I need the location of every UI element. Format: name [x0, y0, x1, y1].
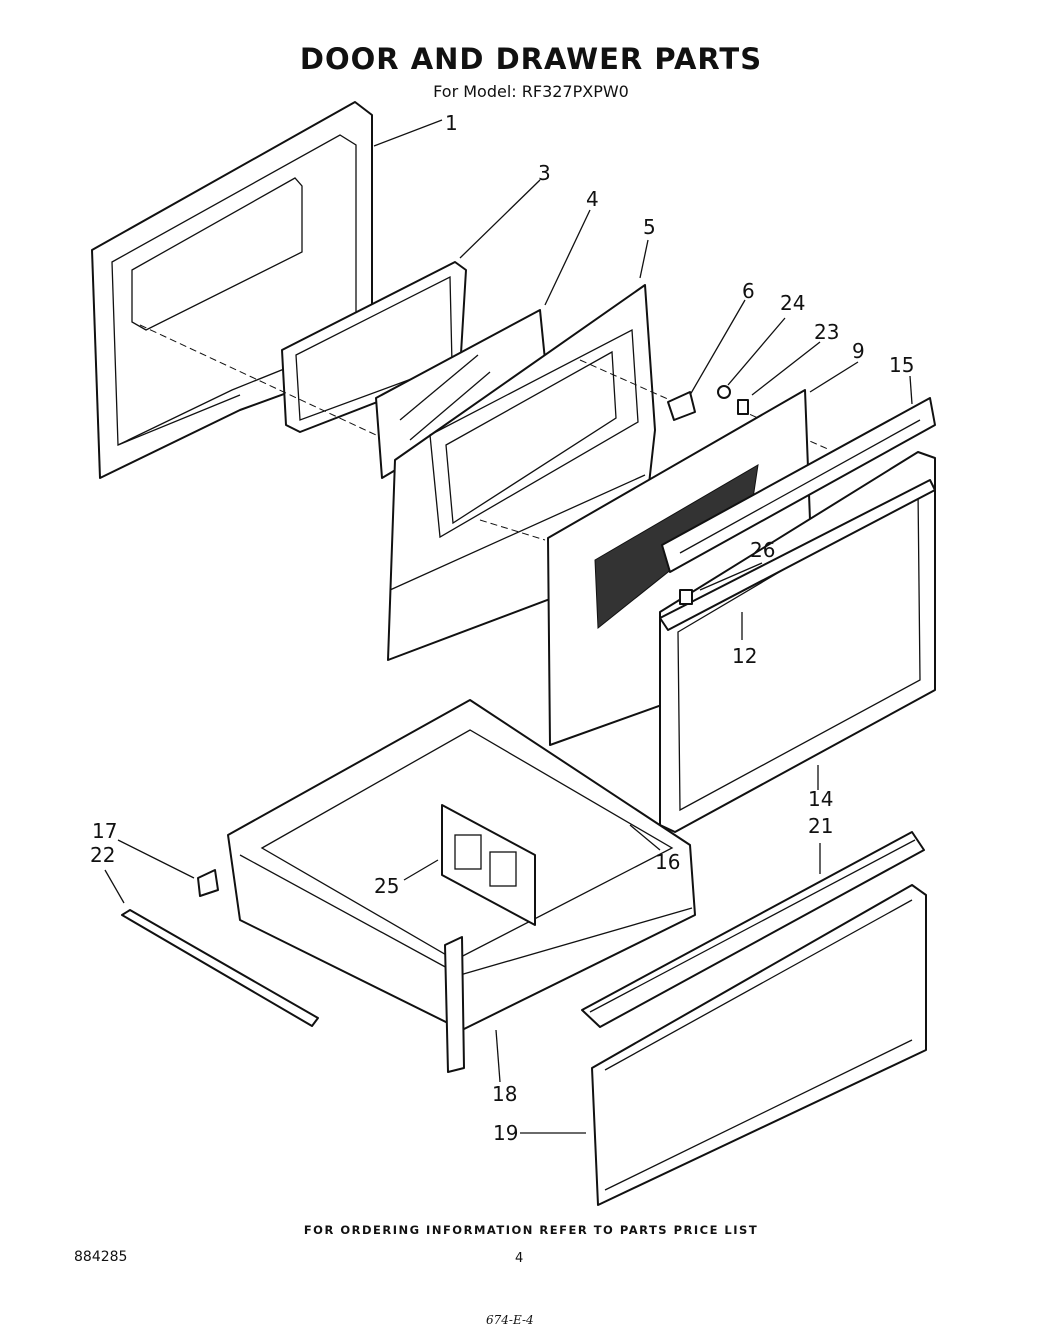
outer-door-panel	[91, 101, 373, 479]
callout-14: 14	[808, 787, 833, 811]
callout-18: 18	[492, 1082, 517, 1106]
drawer-front	[591, 884, 927, 1206]
callout-3: 3	[538, 161, 551, 185]
callout-5: 5	[643, 215, 656, 239]
document-number: 884285	[74, 1249, 128, 1265]
callout-12: 12	[732, 644, 757, 668]
drawer-side-post	[444, 936, 465, 1073]
page-title: DOOR AND DRAWER PARTS	[299, 42, 763, 76]
callout-leaders	[104, 119, 913, 1134]
model-subtitle: For Model: RF327PXPW0	[433, 82, 629, 101]
callout-labels: 1 3 4 5 6 9 12 14 15 16 17 18 19 21 22 2…	[90, 111, 914, 1145]
callout-17: 17	[92, 819, 117, 843]
callout-21: 21	[808, 814, 833, 838]
callout-6: 6	[742, 279, 755, 303]
callout-24: 24	[780, 291, 805, 315]
ordering-note: FOR ORDERING INFORMATION REFER TO PARTS …	[303, 1223, 759, 1237]
door-handle-trim	[661, 397, 936, 573]
callout-22: 22	[90, 843, 115, 867]
handwritten-mark: 674-E-4	[486, 1313, 534, 1327]
callout-23: 23	[814, 320, 839, 344]
callout-19: 19	[493, 1121, 518, 1145]
hinge-bracket	[667, 391, 696, 421]
callout-4: 4	[586, 187, 599, 211]
door-frame-bar	[659, 479, 936, 631]
spacer	[717, 385, 731, 399]
callout-9: 9	[852, 339, 865, 363]
callout-25: 25	[374, 874, 399, 898]
callout-15: 15	[889, 353, 914, 377]
drawer-handle	[581, 831, 925, 1028]
clip	[679, 589, 693, 605]
drawer-divider	[441, 804, 536, 926]
drawer-glide-left	[197, 869, 219, 897]
callout-16: 16	[655, 850, 680, 874]
screw	[737, 399, 749, 415]
drawer-rail	[121, 909, 319, 1027]
callout-1: 1	[445, 111, 458, 135]
callout-26: 26	[750, 538, 775, 562]
page-number: 4	[515, 1251, 524, 1266]
